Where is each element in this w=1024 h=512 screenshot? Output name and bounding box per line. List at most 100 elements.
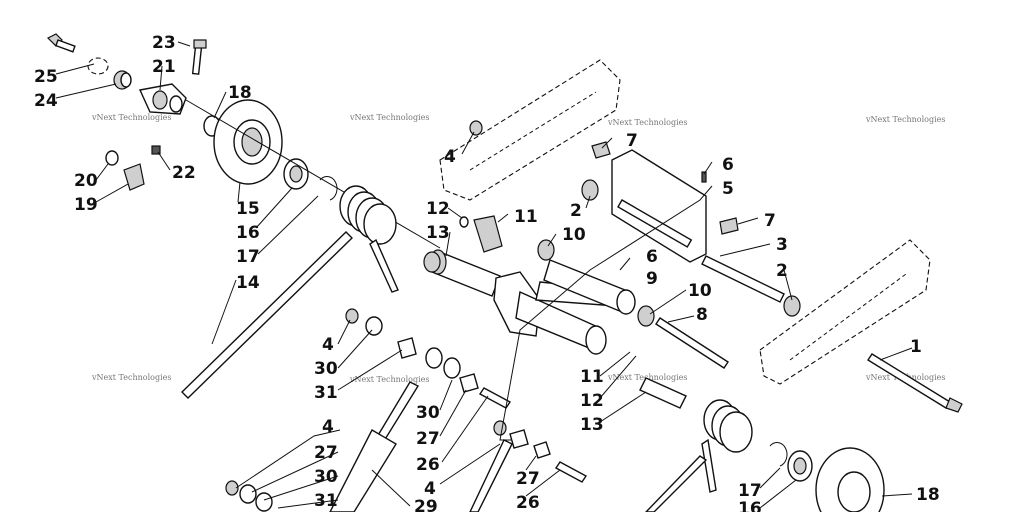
snap-ring-17 — [319, 176, 338, 201]
bushing-10 — [637, 305, 655, 327]
part-label: 8 — [696, 305, 708, 325]
idler-wheel-15 — [213, 99, 283, 185]
part-label: 24 — [34, 91, 58, 111]
link-arm — [469, 439, 513, 512]
bolt-7 — [719, 217, 739, 235]
bolt-23 — [191, 39, 207, 75]
slide-rail-left — [439, 59, 621, 201]
part-label: 16 — [738, 499, 762, 512]
spacer-27 — [509, 429, 529, 449]
part-label: 23 — [152, 33, 176, 53]
part-label: 22 — [172, 163, 196, 183]
idler-assembly-top — [46, 33, 441, 249]
bushing-2 — [783, 295, 801, 317]
part-label: 6 — [722, 155, 734, 175]
slide-rail-right — [759, 239, 931, 385]
washer-30 — [365, 316, 383, 336]
watermark: vNext Technologies — [91, 373, 171, 382]
bushing-10 — [537, 239, 555, 261]
bushing-31 — [397, 337, 417, 359]
bearing-16 — [283, 158, 309, 190]
bearing-16 — [787, 450, 813, 482]
part-label: 4 — [424, 479, 436, 499]
bushing-31 — [255, 492, 273, 512]
nut-4 — [225, 480, 239, 496]
pin-6 — [701, 171, 707, 183]
bolt-26 — [478, 387, 512, 409]
spacer-24 — [113, 70, 132, 90]
part-label: 5 — [722, 179, 734, 199]
part-label: 12 — [426, 199, 450, 219]
nut-4 — [345, 308, 359, 324]
ring-12 — [459, 216, 469, 228]
part-label: 21 — [152, 57, 176, 77]
part-label: 2 — [570, 201, 582, 221]
part-label: 27 — [314, 443, 338, 463]
part-label: 26 — [516, 493, 540, 512]
spacer-27 — [533, 441, 551, 459]
torsion-spring-right — [645, 399, 753, 512]
part-label: 15 — [236, 199, 260, 219]
part-label: 6 — [646, 247, 658, 267]
part-label: 17 — [236, 247, 260, 267]
part-label: 26 — [416, 455, 440, 475]
part-label: 25 — [34, 67, 58, 87]
part-label: 20 — [74, 171, 98, 191]
nut-19 — [123, 163, 145, 191]
part-label: 4 — [444, 147, 456, 167]
bracket-21 — [138, 83, 187, 115]
spacer-27 — [459, 373, 479, 393]
snap-ring-17 — [769, 442, 788, 467]
part-label: 16 — [236, 223, 260, 243]
part-label: 3 — [776, 235, 788, 255]
part-label: 4 — [322, 335, 334, 355]
part-label: 18 — [916, 485, 940, 505]
set-screw-22 — [151, 145, 161, 155]
part-label: 13 — [580, 415, 604, 435]
shaft-3 — [701, 255, 801, 317]
part-label: 31 — [314, 491, 338, 511]
part-label: 10 — [688, 281, 712, 301]
part-label: 17 — [738, 481, 762, 501]
part-label: 13 — [426, 223, 450, 243]
part-label: 18 — [228, 83, 252, 103]
part-label: 12 — [580, 391, 604, 411]
part-label: 30 — [314, 467, 338, 487]
part-label: 30 — [314, 359, 338, 379]
bolt-26 — [554, 461, 588, 483]
washer-20 — [105, 150, 119, 166]
part-label: 14 — [236, 273, 260, 293]
part-label: 7 — [764, 211, 776, 231]
part-label: 10 — [562, 225, 586, 245]
part-label: 19 — [74, 195, 98, 215]
idler-wheel-right — [815, 447, 885, 512]
part-label: 29 — [414, 497, 438, 512]
shaft-8 — [537, 239, 729, 369]
watermark: vNext Technologies — [607, 118, 687, 127]
bolt-1 — [867, 353, 963, 413]
bracket-5 — [581, 141, 739, 263]
part-label: 7 — [626, 131, 638, 151]
bushing-2 — [581, 179, 599, 201]
washer-30 — [239, 484, 257, 504]
part-label: 4 — [322, 417, 334, 437]
bumper-11 — [473, 215, 503, 253]
washer-dashed — [87, 57, 109, 75]
torsion-spring-14 — [181, 185, 399, 399]
part-label: 31 — [314, 383, 338, 403]
watermark: vNext Technologies — [349, 113, 429, 122]
tube-13 — [423, 251, 687, 409]
shock-absorber-29 — [329, 347, 443, 512]
leader-lines — [55, 41, 913, 509]
bolt-25 — [46, 33, 76, 53]
watermark: vNext Technologies — [349, 375, 429, 384]
part-label: 2 — [776, 261, 788, 281]
watermark: vNext Technologies — [865, 115, 945, 124]
pivot-arm-assembly — [429, 215, 636, 355]
part-label: 1 — [910, 337, 922, 357]
nut-4 — [493, 420, 507, 436]
bolt-7 — [591, 141, 611, 159]
part-label: 11 — [580, 367, 604, 387]
part-label: 9 — [646, 269, 658, 289]
